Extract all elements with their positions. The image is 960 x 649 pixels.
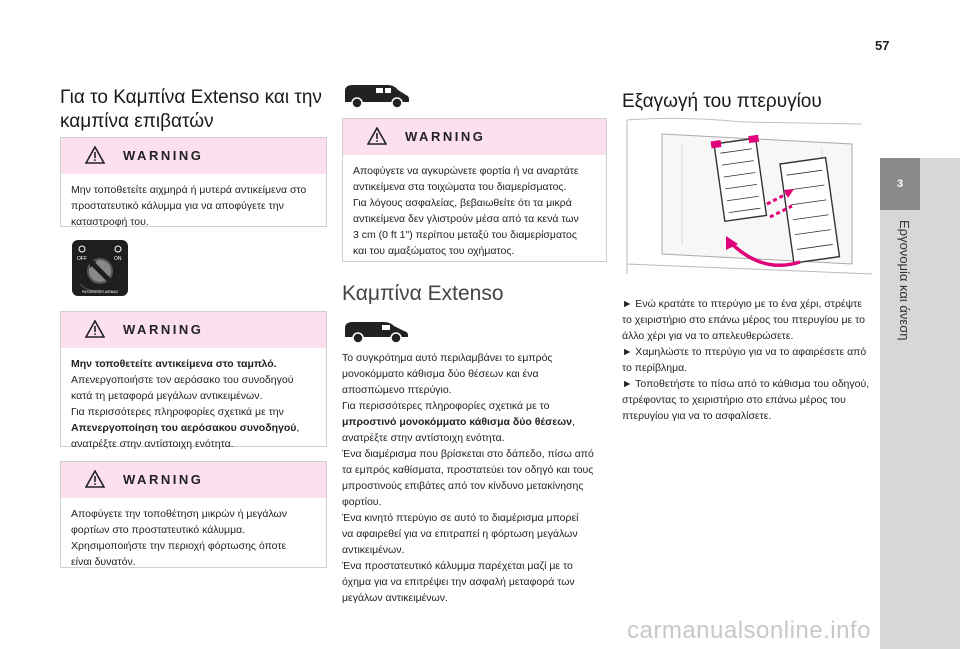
body-line: αποσπώμενο πτερύγιο.	[342, 384, 452, 396]
step-line: ► Ενώ κρατάτε το πτερύγιο με το ένα χέρι…	[622, 298, 862, 310]
warning-label: WARNING	[123, 472, 204, 487]
body-line: μεγάλων αντικειμένων.	[342, 592, 448, 604]
step-line: πτερυγίου για να το ασφαλίσετε.	[622, 410, 772, 422]
warning-box-anchoring: WARNING Αποφύγετε να αγκυρώνετε φορτία ή…	[342, 118, 607, 262]
warning-text: Αποφύγετε να αγκυρώνετε φορτία ή να αναρ…	[343, 155, 606, 267]
step-line: το χειριστήριο στο επάνω μέρος του πτερυ…	[622, 314, 865, 326]
chapter-number: 3	[880, 158, 920, 210]
warning-triangle-icon	[85, 320, 105, 338]
warning-triangle-icon	[85, 146, 105, 164]
warning-label: WARNING	[123, 148, 204, 163]
section-title-flap-removal: Εξαγωγή του πτερυγίου	[622, 91, 822, 112]
section-title-line-2: καμπίνα επιβατών	[60, 111, 214, 132]
warning-line: Απενεργοποιήστε τον αερόσακο του συνοδηγ…	[71, 374, 294, 386]
body-line: αντικειμένων.	[342, 544, 405, 556]
section-title-line-1: Για το Καμπίνα Extenso και την	[60, 87, 322, 108]
warning-bold-line: Μην τοποθετείτε αντικείμενα στο ταμπλό.	[71, 358, 277, 370]
van-short-icon	[342, 315, 412, 345]
warning-triangle-icon	[85, 470, 105, 488]
warning-label: WARNING	[405, 129, 486, 144]
body-line: Ένα προστατευτικό κάλυμμα παρέχεται μαζί…	[342, 560, 573, 572]
chapter-side-tab	[880, 158, 960, 649]
airbag-deactivation-ref: Απενεργοποίηση του αερόσακου συνοδηγού	[71, 422, 297, 434]
step-line: ► Χαμηλώστε το πτερύγιο για να το αφαιρέ…	[622, 346, 867, 358]
front-bench-seat-ref: μπροστινό μονοκόμματο κάθισμα δύο θέσεων	[342, 416, 573, 428]
body-line: Για περισσότερες πληροφορίες σχετικά με …	[342, 400, 550, 412]
warning-box-dashboard: WARNING Μην τοποθετείτε αντικείμενα στο …	[60, 311, 327, 450]
warning-line: κατά τη μεταφορά μεγάλων αντικειμένων.	[71, 390, 263, 402]
warning-line: καταστροφή του.	[71, 216, 149, 228]
warning-header: WARNING	[61, 312, 326, 348]
body-line: φορτίου.	[342, 496, 382, 508]
section-title-extenso: Καμπίνα Extenso	[342, 282, 504, 305]
warning-text: Αποφύγετε την τοποθέτηση μικρών ή μεγάλω…	[61, 498, 326, 578]
body-line: να αφαιρεθεί για να επιτραπεί η φόρτωση …	[342, 528, 578, 540]
passenger-airbag-switch-icon: OFF ON PASSENGER AIRBAG	[72, 240, 128, 296]
warning-box-protective-cover: WARNING Αποφύγετε την τοποθέτηση μικρών …	[60, 461, 327, 568]
warning-text: Μην τοποθετείτε αντικείμενα στο ταμπλό. …	[61, 348, 326, 460]
chapter-title: Εργονομία και άνεση	[897, 220, 912, 341]
airbag-off-label: OFF	[77, 256, 87, 262]
warning-triangle-icon	[367, 127, 387, 145]
body-line: μονοκόμματο κάθισμα δύο θέσεων και ένα	[342, 368, 539, 380]
airbag-caption: PASSENGER AIRBAG	[82, 290, 119, 294]
warning-label: WARNING	[123, 322, 204, 337]
flap-removal-steps: ► Ενώ κρατάτε το πτερύγιο με το ένα χέρι…	[622, 296, 880, 424]
section-title-cabin: Για το Καμπίνα Extenso και την καμπίνα ε…	[60, 86, 330, 134]
warning-line: Χρησιμοποιήστε την περιοχή φόρτωσης όποτ…	[71, 540, 287, 552]
warning-line: ανατρέξτε στην αντίστοιχη ενότητα.	[71, 438, 234, 450]
extenso-description: Το συγκρότημα αυτό περιλαμβάνει το εμπρό…	[342, 350, 607, 606]
warning-line: είναι δυνατόν.	[71, 556, 136, 568]
body-line: μπροστινό μονοκόμματο κάθισμα δύο θέσεων…	[342, 414, 607, 430]
step-line: στρέφοντας το χειριστήριο στο επάνω μέρο…	[622, 394, 846, 406]
warning-line: Απενεργοποίηση του αερόσακου συνοδηγού,	[71, 420, 316, 436]
punctuation: ,	[296, 422, 300, 434]
warning-text: Μην τοποθετείτε αιχμηρά ή μυτερά αντικεί…	[61, 174, 326, 238]
warning-box-sharp-objects: WARNING Μην τοποθετείτε αιχμηρά ή μυτερά…	[60, 137, 327, 228]
airbag-on-label: ON	[114, 256, 122, 262]
warning-line: προστατευτικό κάλυμμα για να αποφύγετε τ…	[71, 200, 284, 212]
van-long-icon	[342, 80, 412, 110]
footer-watermark: carmanualsonline.info	[627, 617, 871, 644]
body-line: Ένα διαμέρισμα που βρίσκεται στο δάπεδο,…	[342, 448, 594, 460]
warning-line: Αποφύγετε την τοποθέτηση μικρών ή μεγάλω…	[71, 508, 288, 520]
step-line: το περίβλημα.	[622, 362, 688, 374]
page-number: 57	[875, 38, 890, 53]
body-line: μπροστινούς επιβάτες από τον κίνδυνο μετ…	[342, 480, 584, 492]
warning-header: WARNING	[61, 462, 326, 498]
warning-header: WARNING	[61, 138, 326, 174]
body-line: Ένα κινητό πτερύγιο σε αυτό το διαμέρισμ…	[342, 512, 579, 524]
warning-line: Μην τοποθετείτε αιχμηρά ή μυτερά αντικεί…	[71, 184, 307, 196]
warning-line: αντικείμενα δεν γλιστρούν μέσα από τα κε…	[353, 213, 579, 225]
warning-line: Αποφύγετε να αγκυρώνετε φορτία ή να αναρ…	[353, 165, 579, 177]
warning-line: φορτίων στο προστατευτικό κάλυμμα.	[71, 524, 246, 536]
warning-line: 3 cm (0 ft 1") περίπου μεταξύ του διαμερ…	[353, 229, 577, 241]
flap-removal-illustration	[622, 114, 880, 284]
warning-line: και του αμαξώματος του οχήματος.	[353, 245, 515, 257]
chapter-title-vertical: Εργονομία και άνεση	[896, 220, 912, 640]
warning-line: Για λόγους ασφαλείας, βεβαιωθείτε ότι τα…	[353, 197, 572, 209]
step-line: ► Τοποθετήστε το πίσω από το κάθισμα του…	[622, 378, 870, 390]
body-line: τα εμπρός καθίσματα, προστατεύει τον οδη…	[342, 464, 594, 476]
body-line: Το συγκρότημα αυτό περιλαμβάνει το εμπρό…	[342, 352, 553, 364]
warning-line: αντικείμενα στα τοιχώματα του διαμερίσμα…	[353, 181, 567, 193]
warning-line: Για περισσότερες πληροφορίες σχετικά με …	[71, 406, 284, 418]
body-line: ανατρέξτε στην αντίστοιχη ενότητα.	[342, 432, 505, 444]
warning-header: WARNING	[343, 119, 606, 155]
punctuation: ,	[572, 416, 575, 428]
step-line: άλλο χέρι για να το απελευθερώσετε.	[622, 330, 794, 342]
body-line: όχημα για να επιτρέψει την ασφαλή μεταφο…	[342, 576, 575, 588]
